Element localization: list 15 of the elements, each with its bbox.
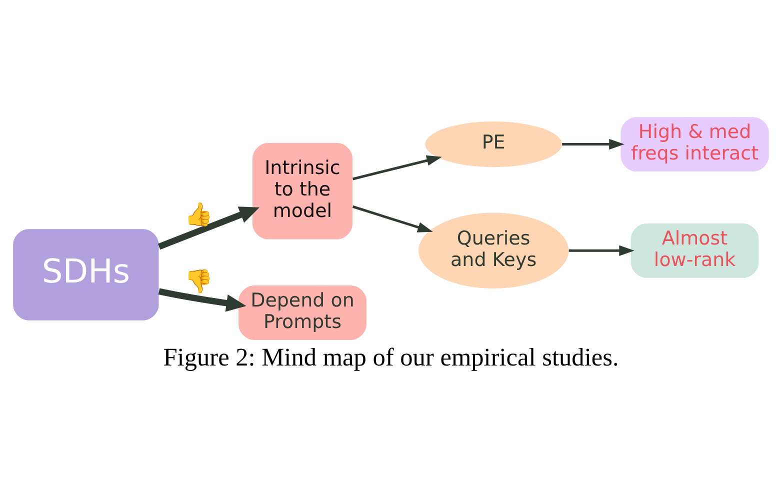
edge-label: 👍 xyxy=(184,202,213,228)
node-box: Almost low-rank xyxy=(630,223,759,278)
arrow xyxy=(352,155,442,180)
node-box: Depend on Prompts xyxy=(238,286,366,340)
node-ellipse: Queries and Keys xyxy=(418,212,569,289)
caption: Figure 2: Mind map of our empirical studies. xyxy=(163,343,619,372)
edge-label: 👎 xyxy=(184,269,213,296)
node-box: Intrinsic to the model xyxy=(252,143,352,240)
arrow xyxy=(158,206,260,250)
node-box: High & med freqs interact xyxy=(620,117,769,172)
arrow xyxy=(158,288,246,312)
arrow xyxy=(562,138,624,150)
node-box: SDHs xyxy=(13,229,159,320)
arrow xyxy=(352,205,433,232)
arrow xyxy=(568,245,634,256)
